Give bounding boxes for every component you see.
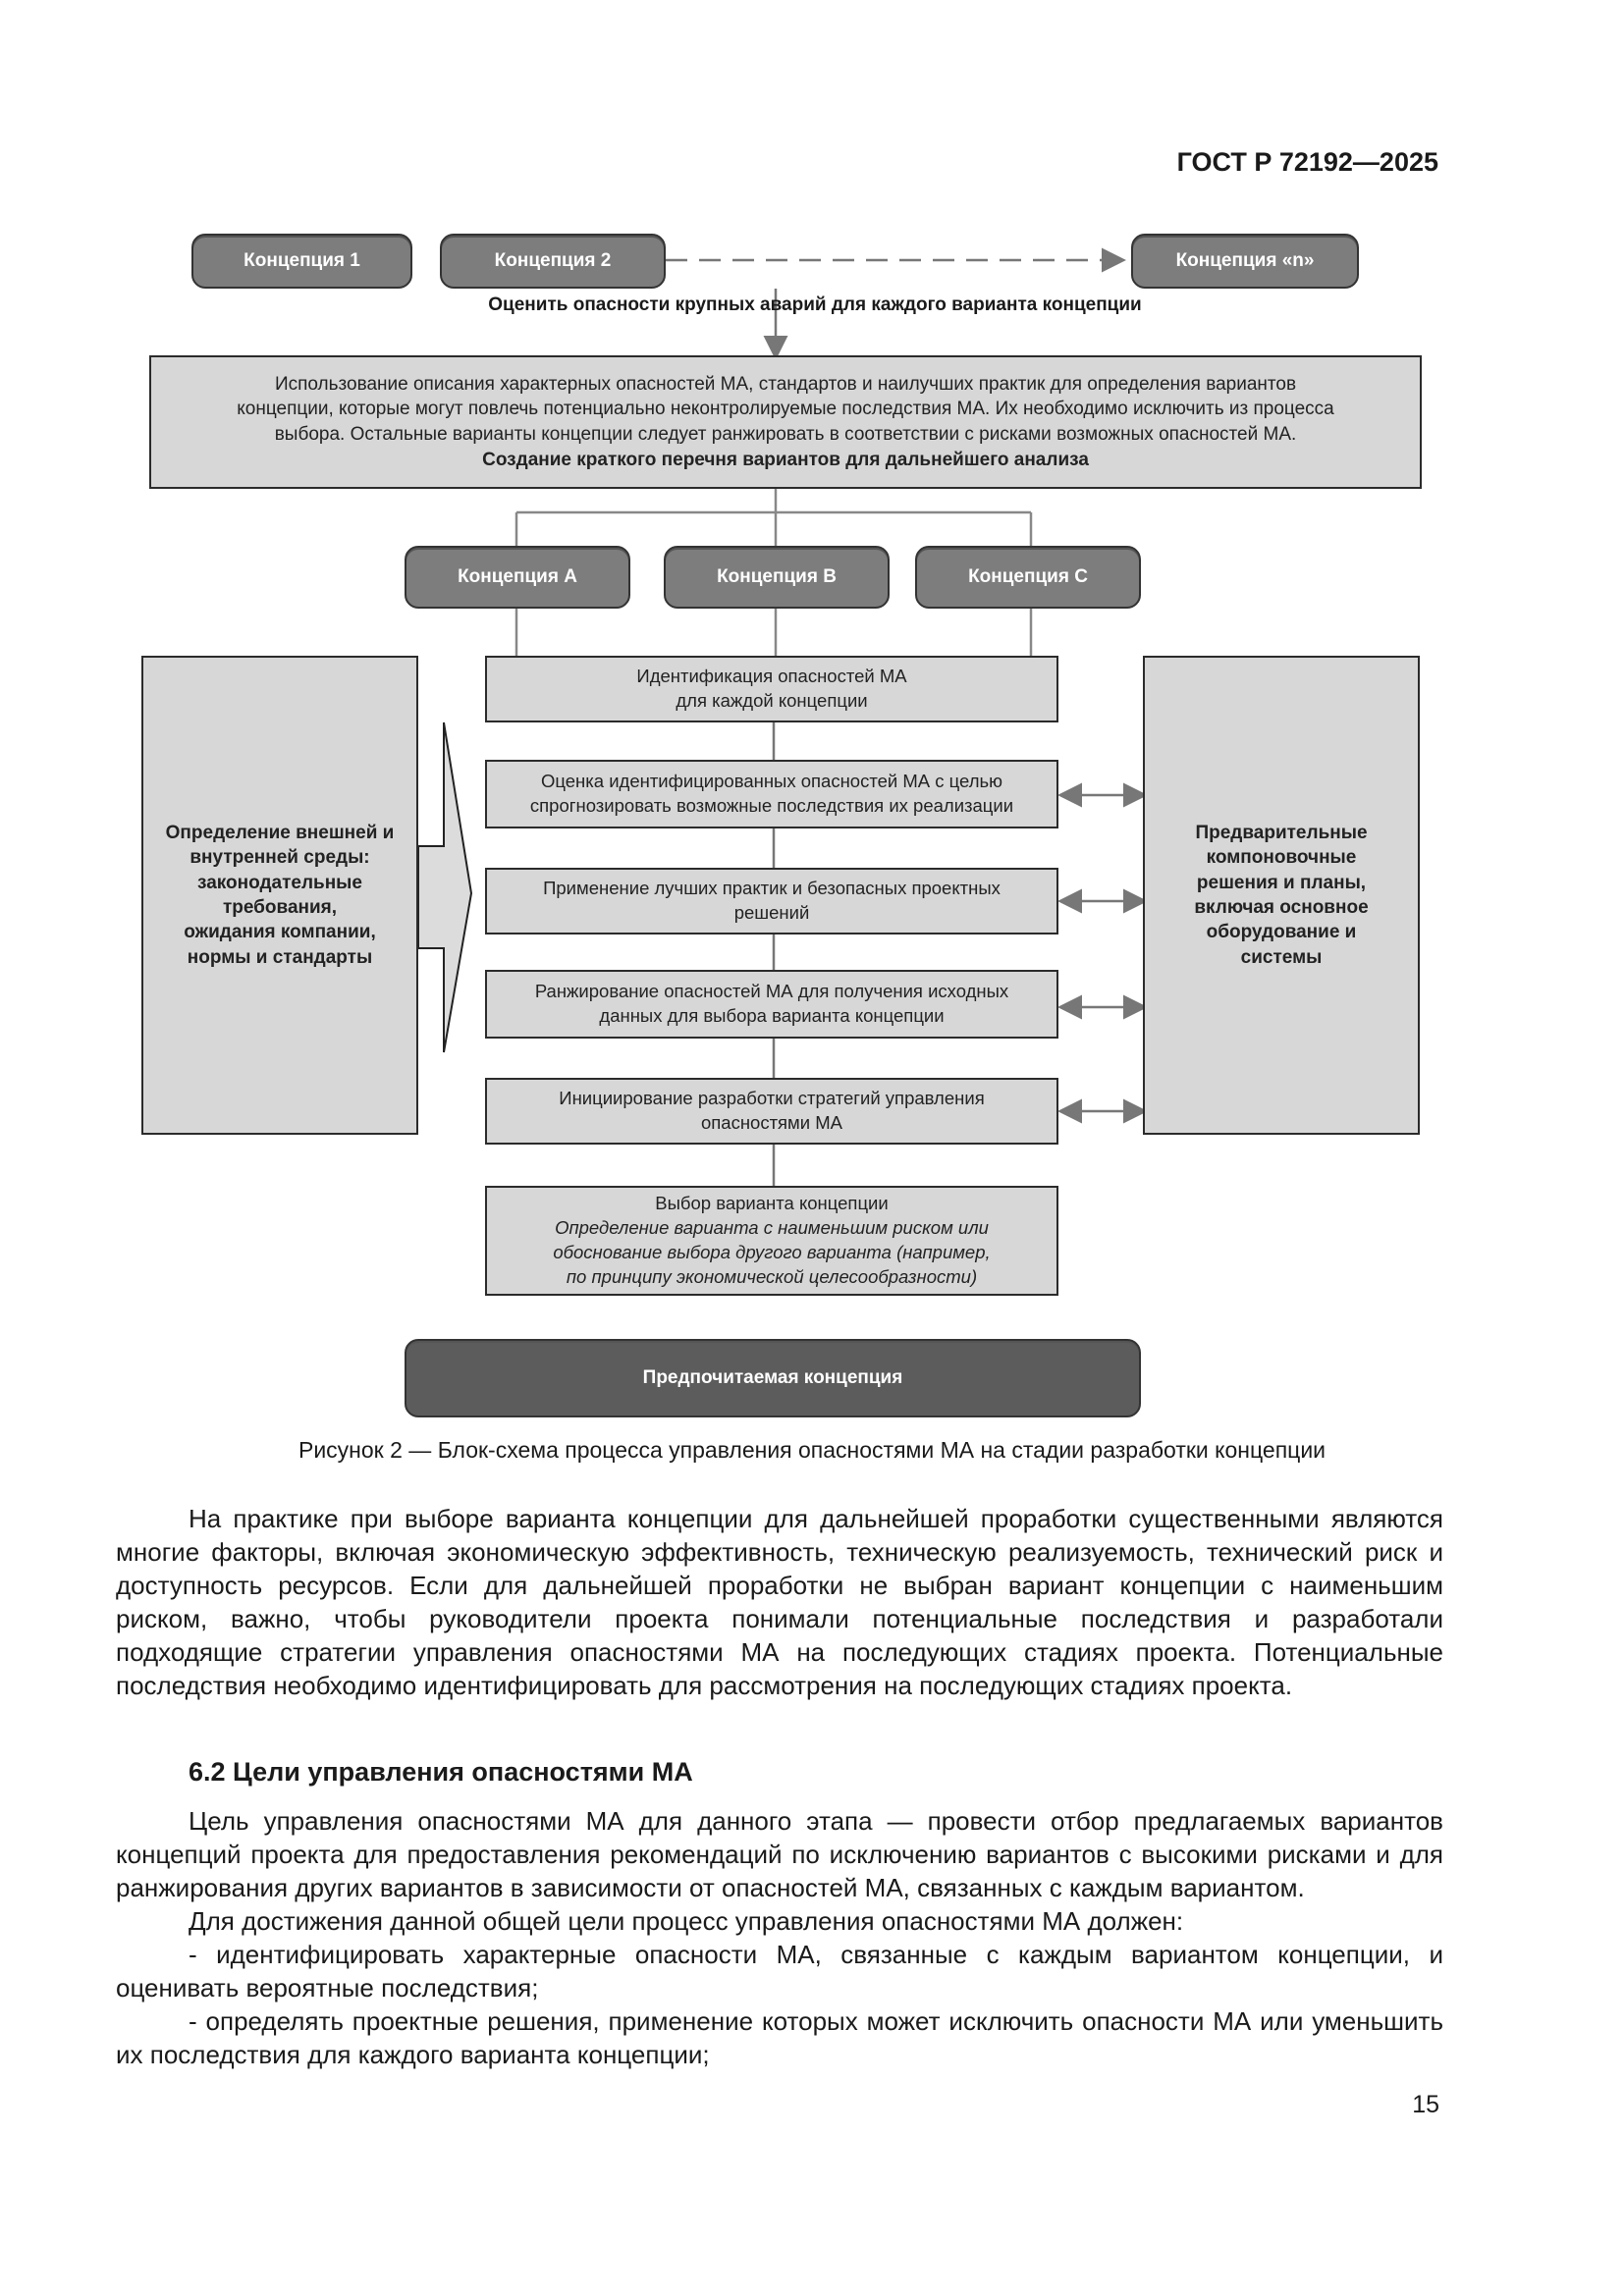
layout-plans-box: Предварительные компоновочные решения и … xyxy=(1143,656,1420,1135)
layout-line: системы xyxy=(1240,946,1323,968)
step-strategy: Инициирование разработки стратегий управ… xyxy=(485,1078,1058,1145)
layout-line: включая основное xyxy=(1194,897,1369,918)
connector-lines xyxy=(417,247,1148,1186)
document-id: ГОСТ Р 72192—2025 xyxy=(1176,147,1438,177)
environment-line: Определение внешней и xyxy=(165,823,395,844)
step-line: данных для выбора варианта концепции xyxy=(599,1005,945,1026)
top-box-line: Использование описания характерных опасн… xyxy=(274,373,1297,395)
step-line: Оценка идентифицированных опасностей МА … xyxy=(540,771,1003,792)
concept-b-box: Концепция B xyxy=(664,546,890,609)
step-line: опасностями МА xyxy=(700,1112,843,1133)
concept-a-box: Концепция A xyxy=(405,546,630,609)
layout-line: оборудование и xyxy=(1206,922,1357,943)
top-box-line: концепции, которые могут повлечь потенци… xyxy=(237,399,1334,420)
top-description-box: Использование описания характерных опасн… xyxy=(149,355,1422,489)
step-assessment: Оценка идентифицированных опасностей МА … xyxy=(485,760,1058,828)
paragraph: Для достижения данной общей цели процесс… xyxy=(189,1906,1184,1936)
selection-line: Определение варианта с наименьшим риском… xyxy=(555,1217,989,1239)
concept-2-box: Концепция 2 xyxy=(440,234,666,289)
environment-box: Определение внешней и внутренней среды: … xyxy=(141,656,418,1135)
evaluate-label: Оценить опасности крупных аварий для каж… xyxy=(488,294,1142,315)
layout-line: Предварительные xyxy=(1195,823,1368,844)
environment-line: требования, xyxy=(222,897,338,918)
paragraph: Цель управления опасностями МА для данно… xyxy=(116,1806,1443,1902)
paragraph: На практике при выборе варианта концепци… xyxy=(116,1504,1443,1700)
list-item: - идентифицировать характерные опасности… xyxy=(116,1940,1443,2002)
selection-line: обоснование выбора другого варианта (нап… xyxy=(553,1242,991,1262)
figure-caption: Рисунок 2 — Блок-схема процесса управлен… xyxy=(298,1437,1326,1463)
step-identification: Идентификация опасностей МА для каждой к… xyxy=(485,656,1058,722)
concept-n-box: Концепция «n» xyxy=(1131,234,1359,289)
page-number: 15 xyxy=(1412,2091,1439,2118)
step-line: решений xyxy=(733,902,810,923)
flowchart: Концепция 1 Концепция 2 Концепция «n» Оц… xyxy=(141,234,1422,1417)
selection-box: Выбор варианта концепции Определение вар… xyxy=(485,1186,1058,1296)
environment-line: внутренней среды: xyxy=(189,847,370,869)
step-line: для каждой концепции xyxy=(676,690,868,711)
environment-line: законодательные xyxy=(197,872,362,893)
section-heading: 6.2 Цели управления опасностями МА xyxy=(189,1757,693,1787)
layout-line: решения и планы, xyxy=(1196,872,1367,893)
selection-title: Выбор варианта концепции xyxy=(655,1193,889,1214)
layout-line: компоновочные xyxy=(1206,847,1357,869)
step-line: Инициирование разработки стратегий управ… xyxy=(559,1088,985,1109)
step-line: Применение лучших практик и безопасных п… xyxy=(543,878,1001,899)
step-line: спрогнозировать возможные последствия их… xyxy=(529,795,1014,816)
top-box-bold-line: Создание краткого перечня вариантов для … xyxy=(482,449,1089,470)
concept-1-box: Концепция 1 xyxy=(191,234,412,289)
step-line: Ранжирование опасностей МА для получения… xyxy=(534,981,1009,1002)
step-ranking: Ранжирование опасностей МА для получения… xyxy=(485,970,1058,1039)
concept-c-box: Концепция C xyxy=(915,546,1141,609)
step-best-practices: Применение лучших практик и безопасных п… xyxy=(485,868,1058,934)
preferred-concept-box: Предпочитаемая концепция xyxy=(405,1339,1141,1417)
step-line: Идентификация опасностей МА xyxy=(636,666,907,687)
selection-line: по принципу экономической целесообразнос… xyxy=(566,1265,978,1287)
list-item: - определять проектные решения, применен… xyxy=(116,2006,1443,2069)
top-box-line: выбора. Остальные варианты концепции сле… xyxy=(274,424,1297,445)
environment-line: ожидания компании, xyxy=(184,922,376,943)
environment-line: нормы и стандарты xyxy=(187,946,373,968)
